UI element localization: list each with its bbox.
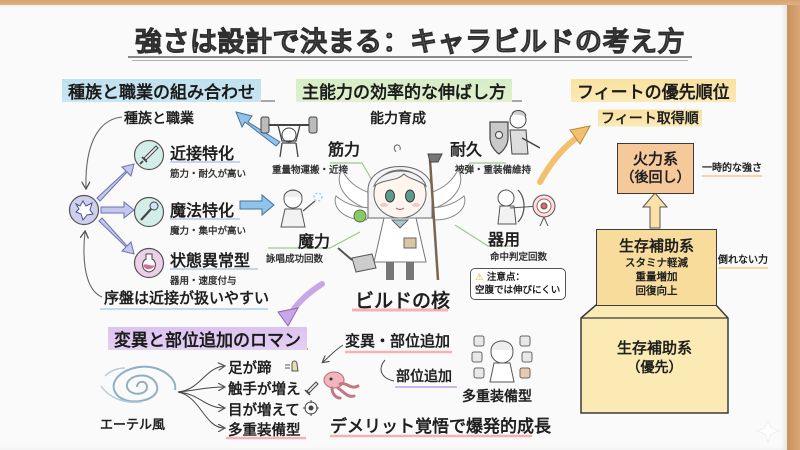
warning-title: 注意点： xyxy=(486,272,525,283)
sword-small-icon xyxy=(304,381,319,396)
mutation-conclusion: デメリット覚悟で爆発的成長 xyxy=(330,417,551,437)
stat-label-endurance: 耐久 xyxy=(450,140,483,159)
archer-target-icon xyxy=(497,189,556,226)
weightlifter-icon xyxy=(260,116,318,158)
feat-tier-survival-support: 生存補助系 スタミナ軽減 重量増加 回復向上 xyxy=(596,229,717,306)
feat-tier-offense: 火力系 （後回し） xyxy=(617,143,694,194)
warning-note-box: ⚠ 注意点： 空腹では伸びにくい xyxy=(470,268,566,300)
body-part-addition-label: 部位追加 xyxy=(396,369,452,385)
feat-tier-base-sub: （優先） xyxy=(626,360,683,376)
branch-desc-magic: 魔力・集中が高い xyxy=(170,226,247,237)
multi-equip-figure-icon xyxy=(471,335,533,383)
effect-item-tentacles: 触手が増え xyxy=(228,382,301,398)
hoof-icon xyxy=(285,360,299,372)
shield-knight-icon xyxy=(489,110,540,155)
ether-wind-label: エーテル風 xyxy=(100,418,166,433)
warning-text: 空腹では伸びにくい xyxy=(475,285,561,296)
octopus-icon xyxy=(323,371,360,400)
feat-tier-priority-base: 生存補助系 （優先） xyxy=(581,338,728,378)
stat-desc-endurance: 被弾・重装備維持 xyxy=(455,165,532,176)
stat-desc-strength: 重量物運搬・近接 xyxy=(272,165,349,176)
abilities-subheader: 能力育成 xyxy=(370,111,426,127)
section-header-feats: フィートの優先順位 xyxy=(571,77,736,104)
branch-desc-status: 器用・速度付与 xyxy=(170,276,237,287)
feat-item: 重量増加 xyxy=(635,271,678,283)
branch-label-magic: 魔法特化 xyxy=(170,201,235,220)
beast-emblem-icon xyxy=(68,194,100,226)
warning-icon: ⚠ xyxy=(475,272,484,283)
feat-item: 回復向上 xyxy=(635,285,678,297)
section-header-abilities: 主能力の効率的な伸ばし方 xyxy=(296,77,512,104)
section-header-mutation: 変異と部位追加のロマン xyxy=(108,325,307,352)
branch-desc-melee: 筋力・耐久が高い xyxy=(170,169,247,180)
effect-item-multi-equip: 多重装備型 xyxy=(228,423,301,439)
multi-equip-figure-label: 多重装備型 xyxy=(462,389,532,405)
wand-icon xyxy=(133,196,165,228)
feat-item: スタミナ軽減 xyxy=(625,257,688,269)
race-class-subheader: 種族と職業 xyxy=(124,111,194,127)
feat-tier-offense-note: 一時的な強さ xyxy=(702,159,762,177)
potion-icon xyxy=(133,247,165,279)
sword-icon xyxy=(133,139,165,171)
effect-item-hooves: 足が蹄 xyxy=(228,361,272,377)
branch-label-status: 状態異常型 xyxy=(170,251,251,270)
stat-label-dexterity: 器用 xyxy=(488,230,521,249)
feat-tier-base-title: 生存補助系 xyxy=(616,339,692,357)
race-class-note: 序盤は近接が扱いやすい xyxy=(104,289,270,307)
mage-icon xyxy=(280,189,323,228)
section-header-race-class: 種族と職業の組み合わせ xyxy=(62,77,261,104)
stat-label-magic: 魔力 xyxy=(298,232,331,251)
stat-desc-dexterity: 命中判定回数 xyxy=(490,252,548,263)
feat-tier-offense-title: 火力系 xyxy=(632,150,678,168)
feat-tier-offense-sub: （後回し） xyxy=(620,170,691,186)
effect-item-eyes: 目が増えて xyxy=(228,403,300,419)
feat-tier-survival-title: 生存補助系 xyxy=(618,237,694,255)
page-title: 強さは設計で決まる：キャラビルドの考え方 xyxy=(135,27,685,59)
build-core-label: ビルドの核 xyxy=(355,290,451,312)
feat-tier-survival-note: 倒れない力 xyxy=(718,251,768,269)
feats-subheader: フィート取得順 xyxy=(598,108,702,128)
stat-desc-magic: 詠唱成功回数 xyxy=(266,254,324,265)
stat-label-strength: 筋力 xyxy=(328,140,361,159)
branch-label-melee: 近接特化 xyxy=(170,144,235,163)
target-eye-icon xyxy=(303,400,319,416)
mutation-topic-label: 変異・部位追加 xyxy=(345,332,451,350)
ether-wind-swirl-icon xyxy=(100,365,177,404)
central-character-illustration xyxy=(334,144,466,281)
